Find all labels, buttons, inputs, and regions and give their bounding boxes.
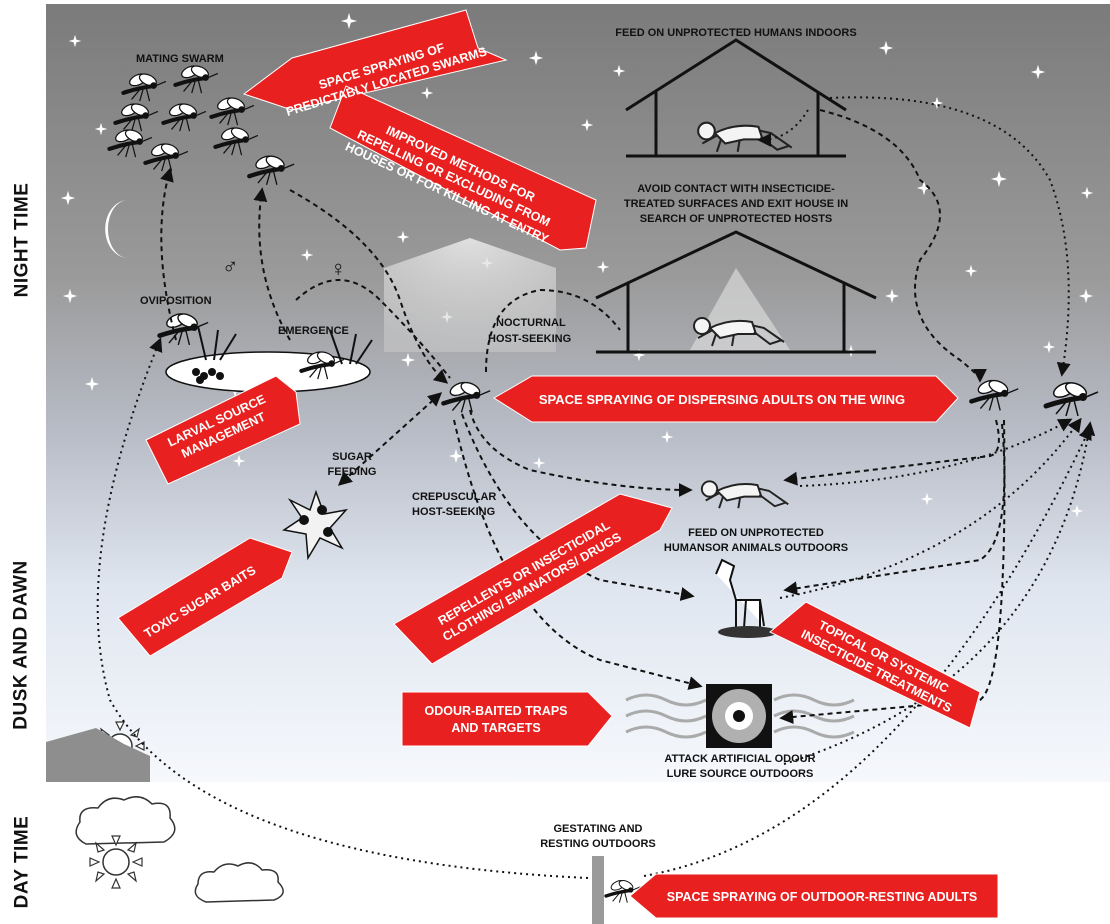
sugar-flower-icon: [282, 489, 349, 561]
label-feed-outdoors-2: HUMANSOR ANIMALS OUTDOORS: [664, 542, 848, 554]
label-feed-indoors: FEED ON UNPROTECTED HUMANS INDOORS: [615, 27, 856, 39]
label-avoid-contact-3: SEARCH OF UNPROTECTED HOSTS: [640, 213, 833, 225]
male-symbol: ♂: [222, 254, 239, 279]
label-attack-lure-1: ATTACK ARTIFICIAL ODOUR: [664, 753, 815, 765]
intervention-arrows: [117, 9, 999, 919]
odour-traps-line-1: ODOUR-BAITED TRAPS: [424, 704, 567, 718]
label-feed-outdoors-1: FEED ON UNPROTECTED: [688, 527, 824, 539]
arrow-dispersing-spraying: [493, 375, 959, 423]
sun-icon: [89, 835, 143, 889]
arrow-house-methods: [329, 85, 597, 251]
house-indoors-icon: [625, 38, 847, 158]
arrow-topical: [769, 601, 981, 729]
arrow-repellents: [393, 493, 673, 665]
label-crepuscular-1: CREPUSCULAR: [412, 491, 496, 503]
label-crepuscular-2: HOST-SEEKING: [412, 506, 495, 518]
return-paths: [96, 96, 1096, 879]
sunrise-icon: [46, 721, 150, 782]
flight-paths: [160, 109, 1006, 724]
label-avoid-contact-2: TREATED SURFACES AND EXIT HOUSE IN: [624, 198, 848, 210]
resting-spraying-text: SPACE SPRAYING OF OUTDOOR-RESTING ADULTS: [667, 890, 977, 904]
arrow-sugar-baits: [117, 537, 293, 657]
animal-icon: [715, 558, 778, 638]
label-emergence: EMERGENCE: [278, 325, 349, 337]
odour-traps-line-2: AND TARGETS: [451, 721, 540, 735]
label-nocturnal-2: HOST-SEEKING: [488, 333, 571, 345]
cloud-icon: [75, 796, 176, 845]
odour-trap-icon: [625, 684, 855, 748]
label-oviposition: OVIPOSITION: [140, 295, 212, 307]
label-gestating-1: GESTATING AND: [553, 823, 642, 835]
arrow-odour-traps: [401, 691, 613, 747]
label-sugar-1: SUGAR: [332, 451, 372, 463]
arrow-swarm-spraying: [242, 9, 508, 111]
label-sugar-2: FEEDING: [328, 466, 377, 478]
arrow-larval: [145, 375, 301, 485]
label-nocturnal-1: NOCTURNAL: [496, 317, 566, 329]
resting-post-icon: [592, 856, 604, 924]
label-avoid-contact-1: AVOID CONTACT WITH INSECTICIDE-: [637, 183, 835, 195]
house-treated-icon: [384, 230, 877, 354]
arrow-resting-spraying: [629, 873, 999, 919]
label-gestating-2: RESTING OUTDOORS: [540, 838, 656, 850]
label-attack-lure-2: LURE SOURCE OUTDOORS: [667, 768, 814, 780]
dispersing-spraying-text: SPACE SPRAYING OF DISPERSING ADULTS ON T…: [539, 392, 905, 407]
label-mating-swarm: MATING SWARM: [136, 53, 224, 65]
female-symbol: ♀: [330, 256, 347, 281]
cloud-icon: [194, 862, 284, 903]
